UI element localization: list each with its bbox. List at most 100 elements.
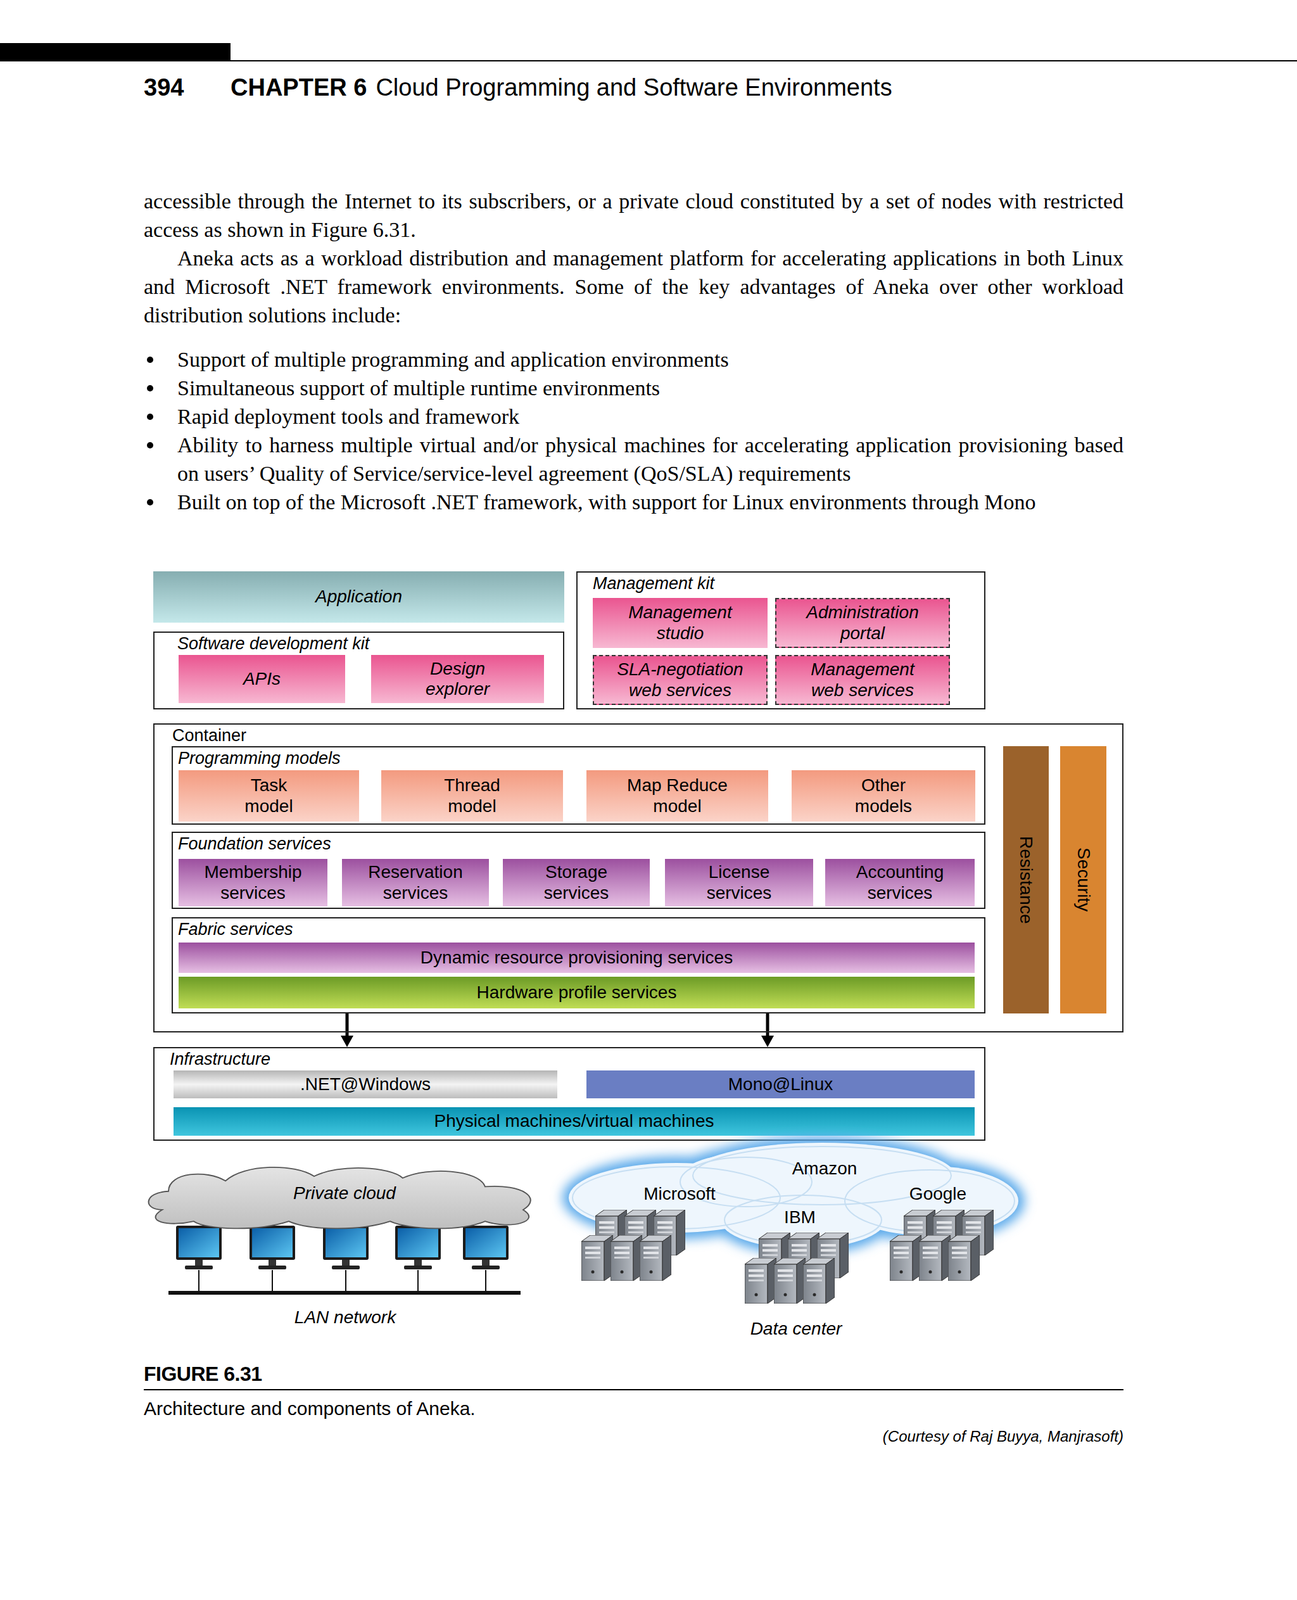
- bullet-item: Support of multiple programming and appl…: [177, 345, 1124, 374]
- box-label: .NET@Windows: [300, 1074, 431, 1095]
- figure-number: FIGURE 6.31: [143, 1361, 263, 1386]
- layer-group: Programming modelsTask model Thread model…: [171, 746, 986, 825]
- body-paragraph: Aneka acts as a workload distribution an…: [143, 243, 1124, 330]
- box-label: Management web services: [796, 659, 930, 700]
- service-band: Hardware profile services: [178, 976, 975, 1009]
- box-label: Dynamic resource provisioning services: [420, 947, 733, 968]
- lan-bus: [168, 1290, 521, 1295]
- network-label: LAN network: [294, 1307, 396, 1328]
- group-heading: Container: [172, 725, 247, 746]
- model-box: Thread model: [381, 770, 564, 822]
- box-label: Storage services: [521, 861, 633, 903]
- box-label: Thread model: [434, 775, 511, 816]
- cloud-shape: [148, 1167, 531, 1229]
- header-bar: [0, 43, 231, 62]
- bullet-row: Simultaneous support of multiple runtime…: [143, 373, 1124, 403]
- box-label: Hardware profile services: [476, 982, 677, 1003]
- management-tool: Administration portal: [775, 597, 950, 648]
- service-box: License services: [664, 858, 814, 907]
- group-heading: Software development kit: [177, 633, 370, 654]
- running-head: CHAPTER 6Cloud Programming and Software …: [230, 73, 893, 103]
- group-heading: Programming models: [177, 747, 341, 769]
- provider-label: Amazon: [792, 1158, 858, 1179]
- application-layer: Application: [153, 571, 565, 623]
- monitor-icons: [176, 1225, 509, 1270]
- bullet-item: Built on top of the Microsoft .NET frame…: [177, 487, 1124, 517]
- cloud-label: Private cloud: [293, 1183, 396, 1209]
- bullet-row: Support of multiple programming and appl…: [143, 345, 1124, 374]
- network-label: Data center: [750, 1318, 843, 1339]
- bullet-row: Ability to harness multiple virtual and/…: [143, 430, 1124, 488]
- provider-label: Google: [909, 1183, 967, 1204]
- box-label: Other models: [845, 775, 922, 816]
- service-box: Storage services: [502, 858, 650, 907]
- sdk-tool: APIs: [178, 654, 346, 703]
- box-label: Membership services: [197, 861, 309, 903]
- credit-line: (Courtesy of Raj Buyya, Manjrasoft): [882, 1427, 1124, 1446]
- page-number: 394: [143, 73, 184, 103]
- bullet-dot: [146, 356, 154, 363]
- box-label: Administration portal: [796, 602, 930, 643]
- box-label: Management studio: [616, 602, 744, 643]
- arrow-shaft: [766, 1013, 770, 1037]
- bullet-dot: [146, 413, 154, 420]
- infrastructure-panel: Infrastructure .NET@Windows Mono@LinuxPhys…: [153, 1046, 986, 1141]
- private-cloud: Private cloud: [143, 1163, 546, 1229]
- bullet-row: Rapid deployment tools and framework: [143, 402, 1124, 431]
- provider-label: IBM: [784, 1207, 816, 1228]
- service-box: Membership services: [178, 858, 328, 907]
- service-box: Accounting services: [825, 858, 975, 907]
- group-heading: Management kit: [592, 573, 715, 594]
- model-box: Map Reduce model: [586, 770, 769, 822]
- box-label: Map Reduce model: [620, 775, 735, 816]
- sdk-tool: Design explorer: [371, 654, 545, 703]
- box-label: APIs: [243, 668, 281, 690]
- box-label: Physical machines/virtual machines: [434, 1110, 715, 1132]
- box-label: Resistance: [1015, 835, 1037, 924]
- box-label: Security: [1072, 847, 1094, 912]
- model-box: Other models: [791, 770, 976, 822]
- side-bar: Resistance: [1003, 746, 1049, 1014]
- container-panel: ContainerProgramming modelsTask model Thr…: [153, 723, 1124, 1033]
- bullet-item: Ability to harness multiple virtual and/…: [177, 430, 1124, 488]
- box-label: SLA-negotiation web services: [604, 659, 757, 700]
- box-label: Accounting services: [844, 861, 956, 903]
- bullet-item: Simultaneous support of multiple runtime…: [177, 373, 1124, 403]
- runtime-band: .NET@Windows: [173, 1070, 558, 1099]
- figure-caption: Architecture and components of Aneka.: [143, 1397, 476, 1420]
- box-label: Task model: [231, 775, 308, 816]
- machine-band: Physical machines/virtual machines: [173, 1107, 975, 1136]
- sdk-panel: Software development kitAPIs Design explo…: [153, 631, 565, 710]
- lan-wires: [198, 1269, 486, 1293]
- layer-group: Fabric servicesDynamic resource provisio…: [171, 917, 986, 1014]
- group-heading: Fabric services: [177, 918, 294, 940]
- bullet-row: Built on top of the Microsoft .NET frame…: [143, 487, 1124, 517]
- box-label: Design explorer: [410, 658, 506, 700]
- body-paragraph: accessible through the Internet to its s…: [143, 186, 1124, 244]
- group-heading: Infrastructure: [169, 1048, 271, 1070]
- side-bar: Security: [1060, 746, 1107, 1014]
- arrow-shaft: [345, 1013, 349, 1037]
- service-band: Dynamic resource provisioning services: [178, 942, 975, 973]
- flow-arrow: [340, 1013, 354, 1047]
- service-box: Reservation services: [341, 858, 489, 907]
- body-text: accessible through the Internet to its s…: [143, 186, 1124, 517]
- group-heading: Foundation services: [177, 833, 332, 854]
- header-rule: [230, 60, 1297, 62]
- runtime-band: Mono@Linux: [586, 1070, 975, 1099]
- arrow-head: [340, 1035, 354, 1047]
- layer-group: Foundation servicesMembership services Re…: [171, 831, 986, 909]
- provider-label: Microsoft: [643, 1183, 716, 1204]
- caption-rule: [143, 1388, 1124, 1391]
- bullet-dot: [146, 385, 154, 392]
- public-cloud: AmazonMicrosoft GoogleIBM: [550, 1129, 1033, 1320]
- bullet-dot: [146, 442, 154, 449]
- arrow-head: [761, 1035, 774, 1047]
- chapter-label: CHAPTER 6: [230, 74, 367, 101]
- model-box: Task model: [178, 770, 360, 822]
- box-label: Reservation services: [360, 861, 472, 903]
- bullet-item: Rapid deployment tools and framework: [177, 402, 1124, 431]
- flow-arrow: [761, 1013, 774, 1047]
- box-label: Application: [315, 586, 403, 607]
